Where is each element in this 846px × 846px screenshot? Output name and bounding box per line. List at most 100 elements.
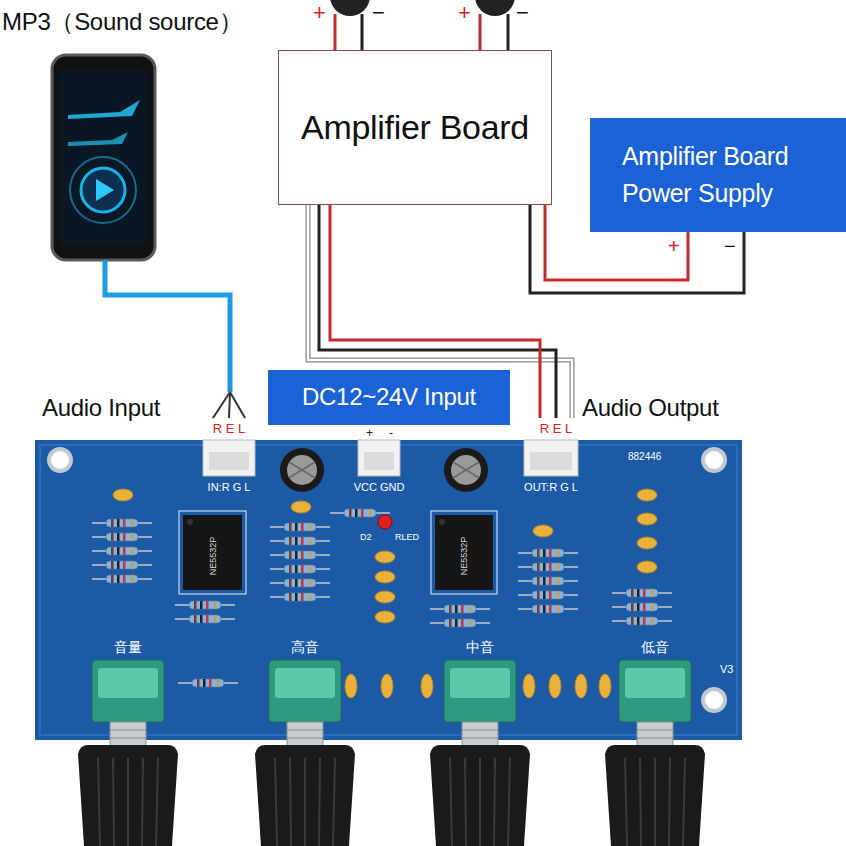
silkscreen-text: V3 <box>720 664 733 675</box>
mp3-player <box>68 100 140 119</box>
tone-board <box>575 674 587 698</box>
tone-board <box>439 519 445 525</box>
tone-board <box>358 440 400 476</box>
terminal-sign: - <box>389 427 393 439</box>
silkscreen-text: RLED <box>395 533 419 542</box>
tone-board <box>92 561 152 569</box>
tone-board <box>330 509 390 517</box>
terminal-sign: + <box>668 236 679 256</box>
tone-board <box>375 591 395 603</box>
pin-label: R E L <box>213 422 246 435</box>
tone-board <box>637 513 657 525</box>
chip-marking: NE5532P <box>209 537 218 576</box>
tone-board <box>280 448 324 492</box>
tone-board <box>270 579 330 587</box>
tone-board <box>270 551 330 559</box>
tone-board <box>289 462 315 478</box>
node-text: DC12~24V Input <box>302 383 476 412</box>
mp3-player <box>52 55 155 260</box>
speaker-terminal <box>361 14 364 50</box>
tone-board <box>637 489 657 501</box>
tone-board <box>364 452 394 470</box>
terminal-sign: + <box>366 427 373 439</box>
amplifier-box: Amplifier Board <box>278 50 552 205</box>
speaker-terminal <box>479 14 482 50</box>
tone-board <box>549 674 561 698</box>
tone-board <box>270 565 330 573</box>
tone-board <box>599 674 611 698</box>
tone-board <box>421 674 433 698</box>
tone-board <box>524 440 578 476</box>
silkscreen-text: OUT:R G L <box>524 482 578 493</box>
potentiometer-knob <box>78 660 705 846</box>
tone-board <box>49 449 71 471</box>
tone-board <box>270 537 330 545</box>
tone-board <box>287 455 317 485</box>
mp3-player <box>81 168 125 212</box>
tone-board <box>612 603 672 611</box>
input-spec-box: DC12~24V Input <box>268 370 510 425</box>
knob-label: 音量 <box>114 640 142 654</box>
power-supply-box: Amplifier Board Power Supply <box>590 118 846 232</box>
potentiometer-knob <box>78 660 178 846</box>
tone-board <box>183 515 242 590</box>
tone-board <box>375 611 395 623</box>
terminal-sign: + <box>458 2 471 24</box>
tone-board <box>533 525 553 537</box>
knob-label: 中音 <box>466 640 494 654</box>
speaker-terminal <box>330 0 515 50</box>
speaker-terminal <box>507 14 510 50</box>
tone-board <box>291 501 311 513</box>
device-label: MP3（Sound source） <box>2 10 242 34</box>
node-text: Amplifier Board <box>301 107 529 148</box>
potentiometer-knob <box>430 660 530 846</box>
terminal-sign: − <box>516 2 529 24</box>
tone-board <box>92 547 152 555</box>
speaker-terminal <box>330 0 370 16</box>
audio-cable <box>213 392 230 418</box>
tone-board <box>381 674 393 698</box>
tone-board <box>113 489 133 501</box>
potentiometer-knob <box>255 660 355 846</box>
port-label: Audio Input <box>42 396 160 420</box>
tone-board <box>375 551 395 563</box>
mp3-player <box>70 157 136 223</box>
tone-board <box>435 515 493 590</box>
tone-board <box>444 448 488 492</box>
mp3-player <box>52 55 155 260</box>
tone-board <box>187 519 193 525</box>
silkscreen-text: VCC GND <box>354 482 405 493</box>
tone-board <box>451 455 481 485</box>
speaker-terminal <box>334 14 337 50</box>
tone-board <box>518 563 578 571</box>
tone-board <box>378 515 392 529</box>
tone-board <box>518 577 578 585</box>
terminal-sign: − <box>372 2 385 24</box>
tone-board <box>270 593 330 601</box>
port-label: Audio Output <box>582 396 719 420</box>
tone-board <box>179 511 246 594</box>
tone-board <box>612 589 672 597</box>
tone-board <box>209 452 249 470</box>
audio-cable <box>105 260 230 392</box>
mp3-player <box>60 70 147 245</box>
knob-label: 低音 <box>641 640 669 654</box>
terminal-sign: − <box>724 236 735 256</box>
audio-cable <box>105 260 245 418</box>
speaker-terminal <box>475 0 515 16</box>
tone-board <box>430 605 490 613</box>
tone-board <box>175 601 235 609</box>
mp3-player <box>68 132 128 146</box>
audio-cable <box>230 392 245 418</box>
tone-board <box>345 674 357 698</box>
tone-board <box>518 549 578 557</box>
chip-marking: NE5532P <box>460 537 469 576</box>
tone-board <box>178 679 238 687</box>
tone-board <box>175 615 235 623</box>
silkscreen-text: 882446 <box>628 452 661 462</box>
node-text: Amplifier Board Power Supply <box>622 138 814 213</box>
tone-board <box>612 617 672 625</box>
tone-board <box>530 452 572 470</box>
tone-board <box>703 689 725 711</box>
